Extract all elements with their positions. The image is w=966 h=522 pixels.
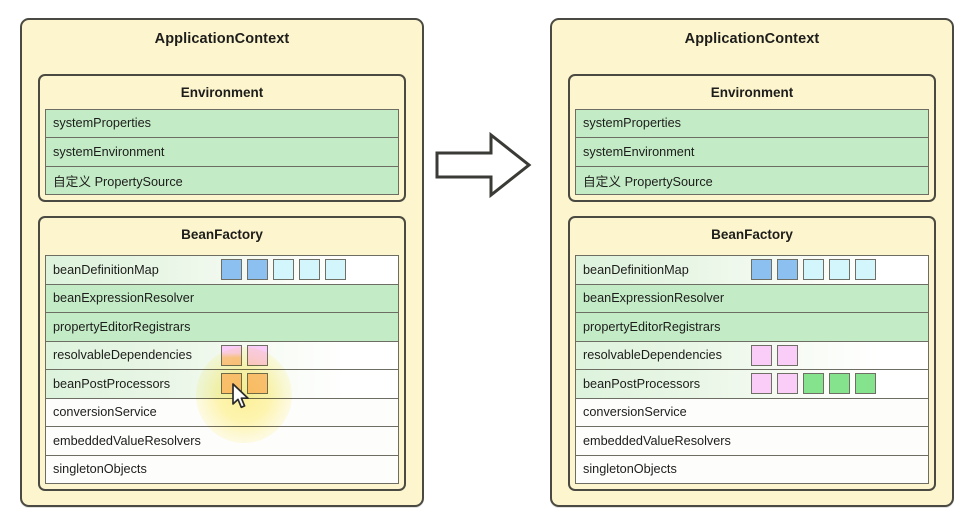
- field-row[interactable]: embeddedValueResolvers: [576, 427, 928, 456]
- field-row[interactable]: beanDefinitionMap: [576, 256, 928, 285]
- chip-blue[interactable]: [777, 259, 798, 281]
- field-row[interactable]: systemEnvironment: [46, 138, 398, 167]
- beanfactory-rows-left: beanDefinitionMap beanExpressionResolver p…: [45, 255, 399, 484]
- field-row-label: systemProperties: [53, 116, 152, 131]
- field-row[interactable]: 自定义 PropertySource: [576, 166, 928, 195]
- field-row-label: conversionService: [583, 405, 687, 420]
- field-row-label: embeddedValueResolvers: [53, 433, 201, 448]
- field-row[interactable]: beanPostProcessors: [576, 370, 928, 399]
- application-context-panel-right: ApplicationContext Environment systemPro…: [550, 18, 954, 507]
- chip-blue[interactable]: [751, 259, 772, 281]
- environment-title-right: Environment: [710, 85, 794, 100]
- field-row-label: beanDefinitionMap: [53, 262, 159, 277]
- chip-group: [221, 370, 268, 398]
- field-row[interactable]: resolvableDependencies: [576, 341, 928, 370]
- field-row-label: resolvableDependencies: [53, 348, 192, 363]
- chip-lightblue[interactable]: [299, 259, 320, 281]
- field-row-label: beanExpressionResolver: [53, 291, 195, 306]
- chip-split[interactable]: [221, 344, 242, 366]
- field-row-label: singletonObjects: [583, 462, 677, 477]
- beanfactory-title-left: BeanFactory: [181, 227, 263, 242]
- chip-group: [221, 256, 346, 284]
- page-title-left: ApplicationContext: [154, 31, 290, 47]
- field-row[interactable]: propertyEditorRegistrars: [46, 313, 398, 342]
- field-row[interactable]: propertyEditorRegistrars: [576, 313, 928, 342]
- field-row[interactable]: embeddedValueResolvers: [46, 427, 398, 456]
- arrow-right-icon: [434, 131, 532, 204]
- chip-green[interactable]: [803, 373, 824, 395]
- chip-pink[interactable]: [751, 373, 772, 395]
- field-row-label: singletonObjects: [53, 462, 147, 477]
- chip-pink[interactable]: [777, 373, 798, 395]
- field-row-label: beanExpressionResolver: [583, 291, 725, 306]
- beanfactory-panel-right: BeanFactory beanDefinitionMap beanExpress…: [568, 216, 936, 491]
- field-row-label: systemEnvironment: [53, 144, 165, 159]
- chip-pink[interactable]: [777, 344, 798, 366]
- field-row[interactable]: beanDefinitionMap: [46, 256, 398, 285]
- chip-pink[interactable]: [751, 344, 772, 366]
- chip-green[interactable]: [829, 373, 850, 395]
- field-row[interactable]: 自定义 PropertySource: [46, 166, 398, 195]
- beanfactory-rows-right: beanDefinitionMap beanExpressionResolver p…: [575, 255, 929, 484]
- environment-rows-right: systemProperties systemEnvironment 自定义 Pro…: [575, 108, 929, 195]
- field-row-label: conversionService: [53, 405, 157, 420]
- field-row-label: propertyEditorRegistrars: [53, 319, 191, 334]
- chip-orange[interactable]: [221, 373, 242, 395]
- chip-orange[interactable]: [247, 373, 268, 395]
- field-row[interactable]: singletonObjects: [46, 455, 398, 484]
- chip-lightblue[interactable]: [273, 259, 294, 281]
- application-context-panel-left: ApplicationContext Environment systemPro…: [20, 18, 424, 507]
- field-row-label: 自定义 PropertySource: [53, 174, 183, 189]
- field-row[interactable]: beanExpressionResolver: [46, 284, 398, 313]
- environment-panel-left: Environment systemProperties systemEnviro…: [38, 74, 406, 202]
- field-row-label: systemEnvironment: [583, 144, 695, 159]
- chip-lightblue[interactable]: [829, 259, 850, 281]
- field-row[interactable]: singletonObjects: [576, 455, 928, 484]
- chip-group: [751, 342, 798, 370]
- page-title-right: ApplicationContext: [684, 31, 820, 47]
- chip-green[interactable]: [855, 373, 876, 395]
- field-row-label: resolvableDependencies: [583, 348, 722, 363]
- chip-group: [751, 256, 876, 284]
- field-row-label: embeddedValueResolvers: [583, 433, 731, 448]
- chip-blue[interactable]: [247, 259, 268, 281]
- chip-lightblue[interactable]: [803, 259, 824, 281]
- chip-lightblue[interactable]: [855, 259, 876, 281]
- field-row-label: beanPostProcessors: [583, 376, 701, 391]
- chip-pink[interactable]: [247, 344, 268, 366]
- field-row-label: systemProperties: [583, 116, 682, 131]
- field-row[interactable]: beanPostProcessors: [46, 370, 398, 399]
- field-row[interactable]: resolvableDependencies: [46, 341, 398, 370]
- environment-title-left: Environment: [180, 85, 264, 100]
- field-row-label: 自定义 PropertySource: [583, 174, 713, 189]
- field-row[interactable]: conversionService: [46, 398, 398, 427]
- beanfactory-panel-left: BeanFactory beanDefinitionMap beanExpress…: [38, 216, 406, 491]
- field-row-label: beanPostProcessors: [53, 376, 171, 391]
- chip-blue[interactable]: [221, 259, 242, 281]
- field-row[interactable]: conversionService: [576, 398, 928, 427]
- beanfactory-title-right: BeanFactory: [711, 227, 793, 242]
- field-row[interactable]: systemProperties: [46, 109, 398, 138]
- field-row-label: propertyEditorRegistrars: [583, 319, 721, 334]
- field-row[interactable]: beanExpressionResolver: [576, 284, 928, 313]
- chip-lightblue[interactable]: [325, 259, 346, 281]
- environment-rows-left: systemProperties systemEnvironment 自定义 Pro…: [45, 108, 399, 195]
- environment-panel-right: Environment systemProperties systemEnviro…: [568, 74, 936, 202]
- chip-group: [221, 342, 268, 370]
- chip-group: [751, 370, 876, 398]
- field-row-label: beanDefinitionMap: [583, 262, 689, 277]
- field-row[interactable]: systemProperties: [576, 109, 928, 138]
- field-row[interactable]: systemEnvironment: [576, 138, 928, 167]
